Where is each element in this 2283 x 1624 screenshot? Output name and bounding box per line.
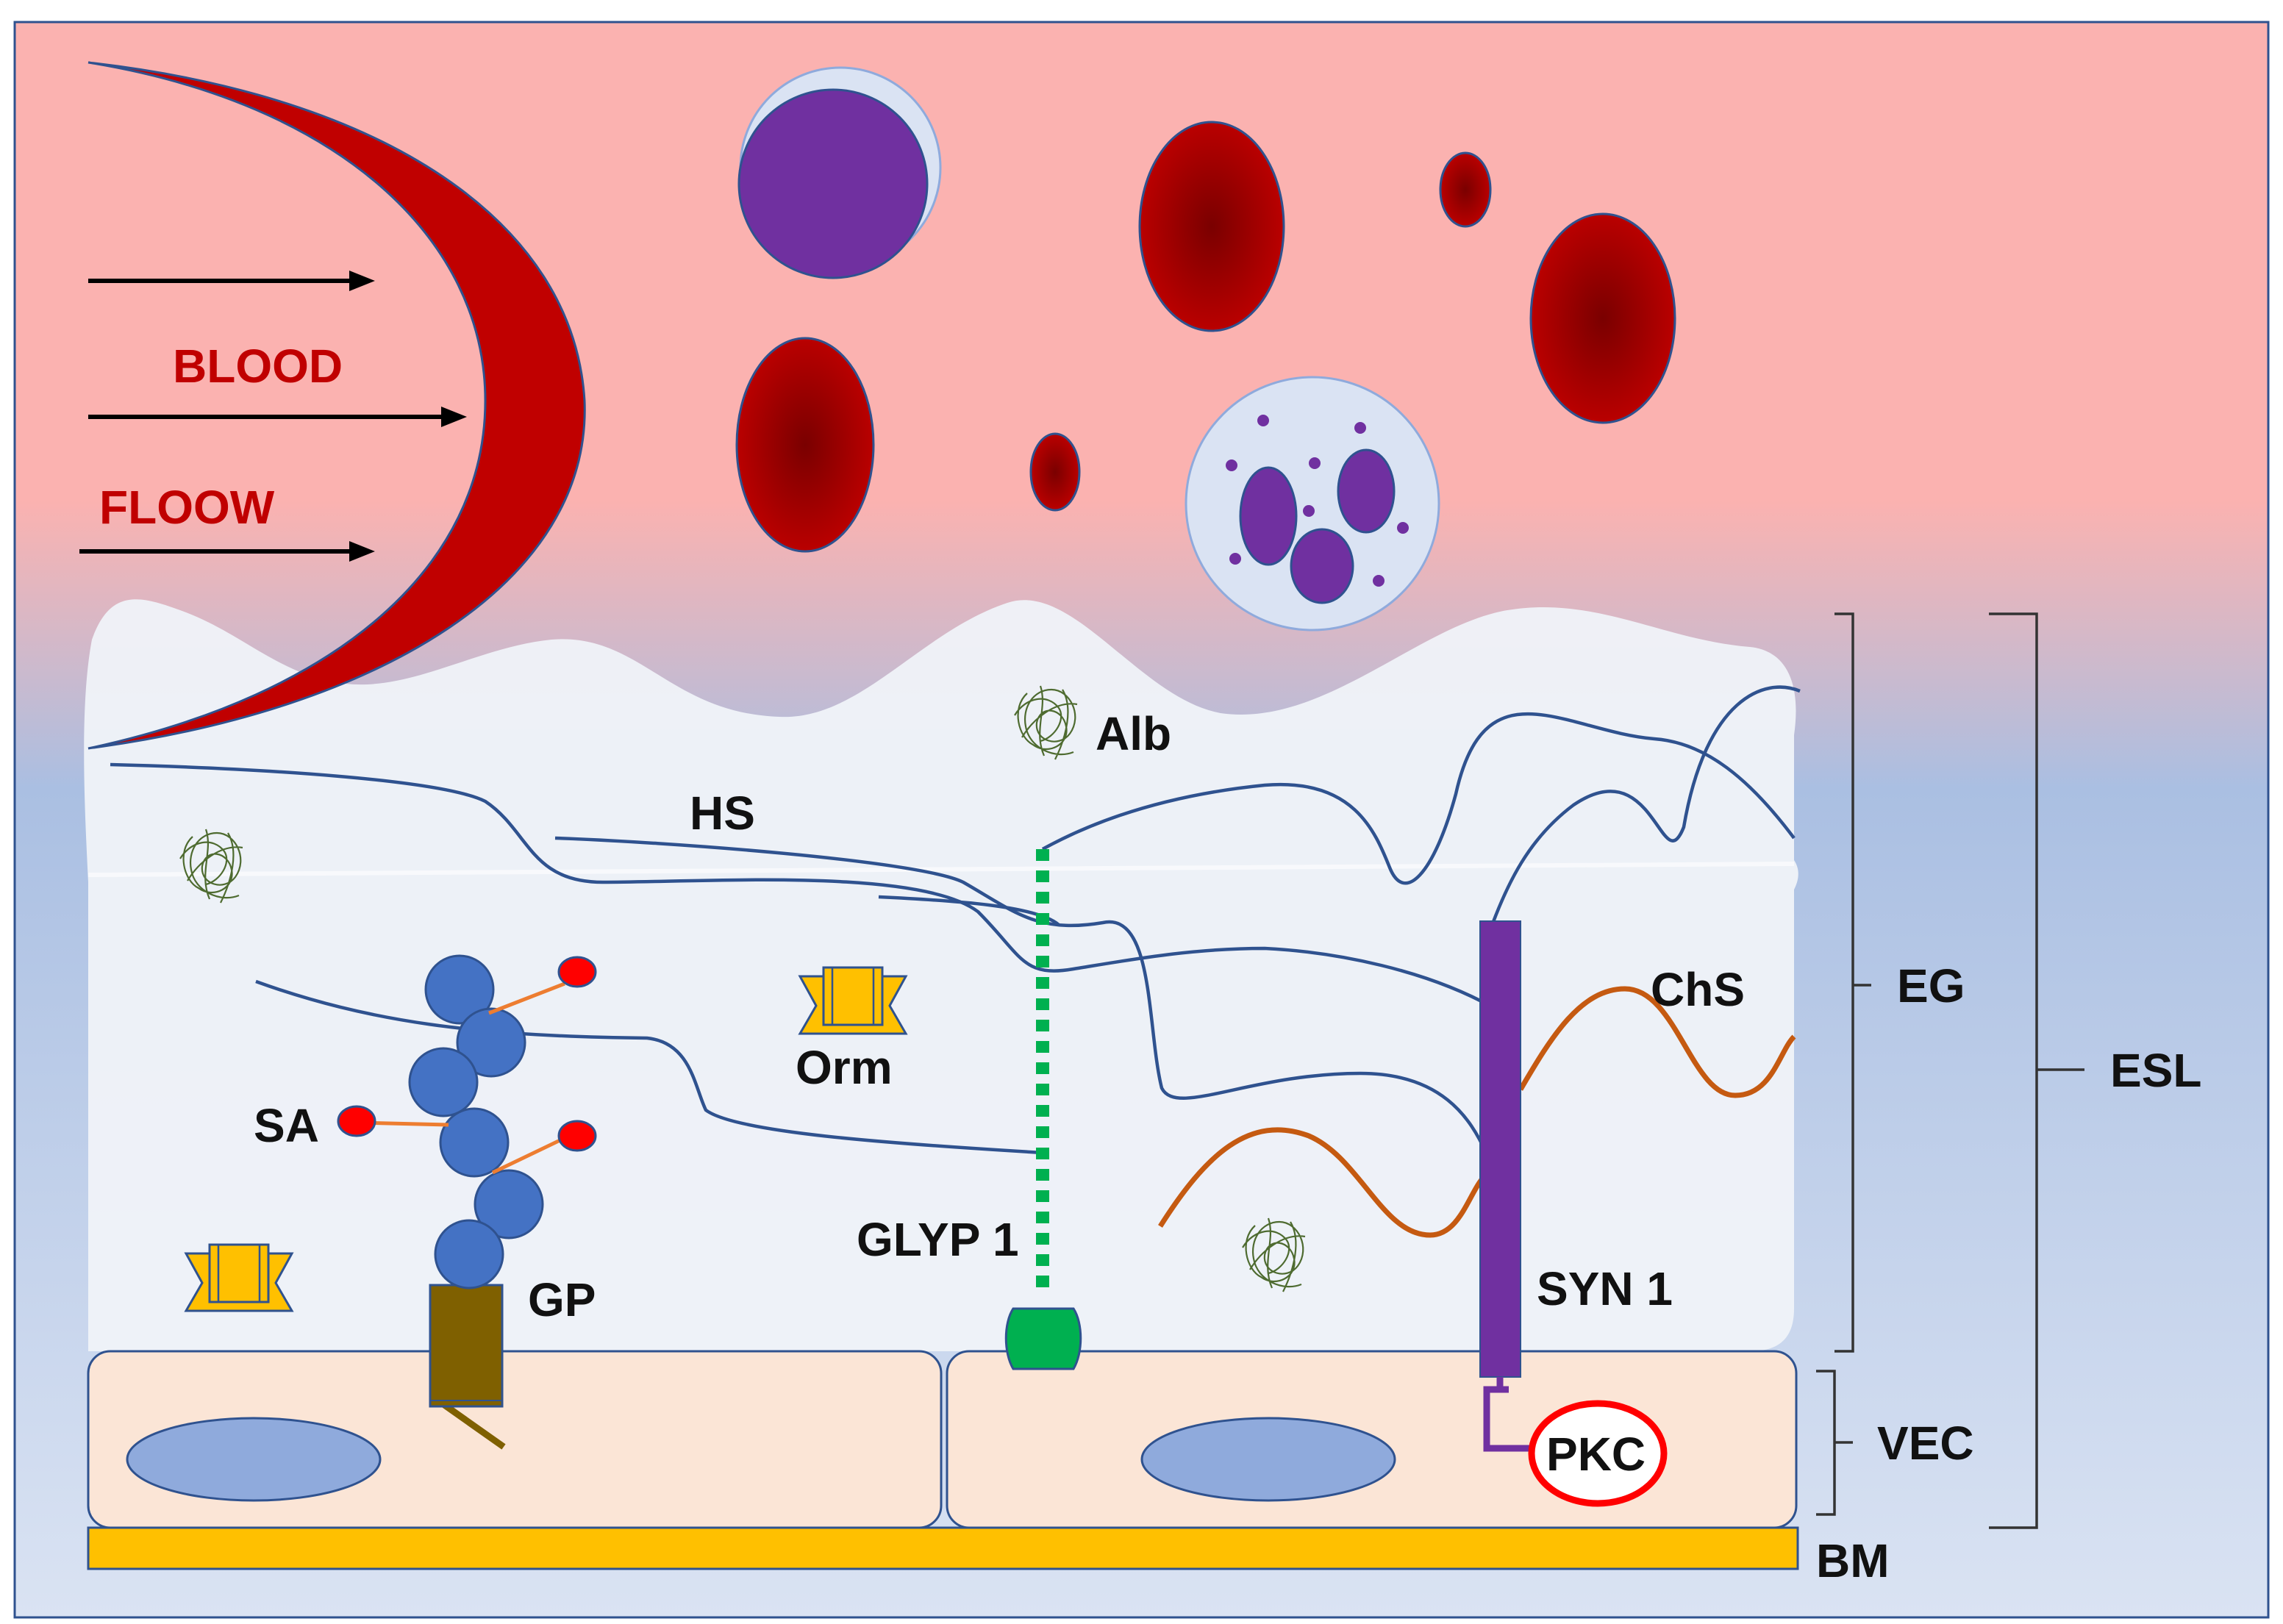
red-blood-cell <box>1529 212 1676 424</box>
red-blood-cell <box>735 337 875 553</box>
syndecan-1 <box>1479 920 1531 1452</box>
chondroitin-sulfate-chains <box>1158 986 1796 1238</box>
platelet <box>1029 432 1081 512</box>
cell-nucleus <box>1140 1417 1396 1502</box>
granulocyte <box>1185 376 1440 632</box>
heparan-sulfate-chains <box>110 685 1801 1155</box>
glyp1-label: GLYP 1 <box>857 1213 1019 1266</box>
platelet <box>1439 151 1492 228</box>
orosomucoid-icon <box>185 1243 293 1312</box>
gp-label: GP <box>528 1273 596 1326</box>
alb-label: Alb <box>1096 707 1171 760</box>
hs-label: HS <box>690 787 755 840</box>
glycoprotein-anchor-icon <box>429 1284 504 1408</box>
glypican-1 <box>1004 849 1082 1370</box>
esl-bracket <box>1989 612 2084 1529</box>
vascular-endothelial-cells <box>87 1350 1798 1529</box>
orm-label: Orm <box>796 1041 893 1094</box>
chs-label: ChS <box>1651 963 1745 1016</box>
lymphocyte <box>737 66 942 279</box>
eg-label: EG <box>1897 959 1965 1012</box>
sialic-acid-icon <box>557 956 597 988</box>
sialic-acid-icon <box>337 1105 376 1137</box>
basement-membrane <box>87 1526 1799 1570</box>
glypican-anchor-icon <box>1004 1307 1082 1370</box>
blood-label: BLOOD <box>173 340 343 393</box>
cell-nucleus <box>126 1417 382 1502</box>
syndecan-core-protein-icon <box>1479 920 1521 1378</box>
flow-label: FLOOW <box>99 481 275 534</box>
layer-brackets <box>1816 612 2084 1529</box>
vec-bracket <box>1816 1370 1853 1516</box>
flow-arrows <box>79 271 467 562</box>
pkc-label: PKC <box>1546 1428 1646 1481</box>
vec-label: VEC <box>1877 1417 1974 1470</box>
sialic-acid-icon <box>557 1120 597 1152</box>
esl-label: ESL <box>2110 1044 2201 1097</box>
pkc-ring-icon <box>1528 1400 1668 1507</box>
syn1-label: SYN 1 <box>1537 1262 1673 1315</box>
glycoprotein <box>337 954 597 1450</box>
red-blood-cell-crescent <box>87 61 586 750</box>
red-blood-cell <box>1138 121 1285 332</box>
bm-label: BM <box>1816 1534 1890 1587</box>
sa-label: SA <box>254 1099 319 1152</box>
orosomucoid-icon <box>798 966 907 1035</box>
red-blood-cells <box>735 121 1676 553</box>
eg-bracket <box>1834 612 1871 1353</box>
